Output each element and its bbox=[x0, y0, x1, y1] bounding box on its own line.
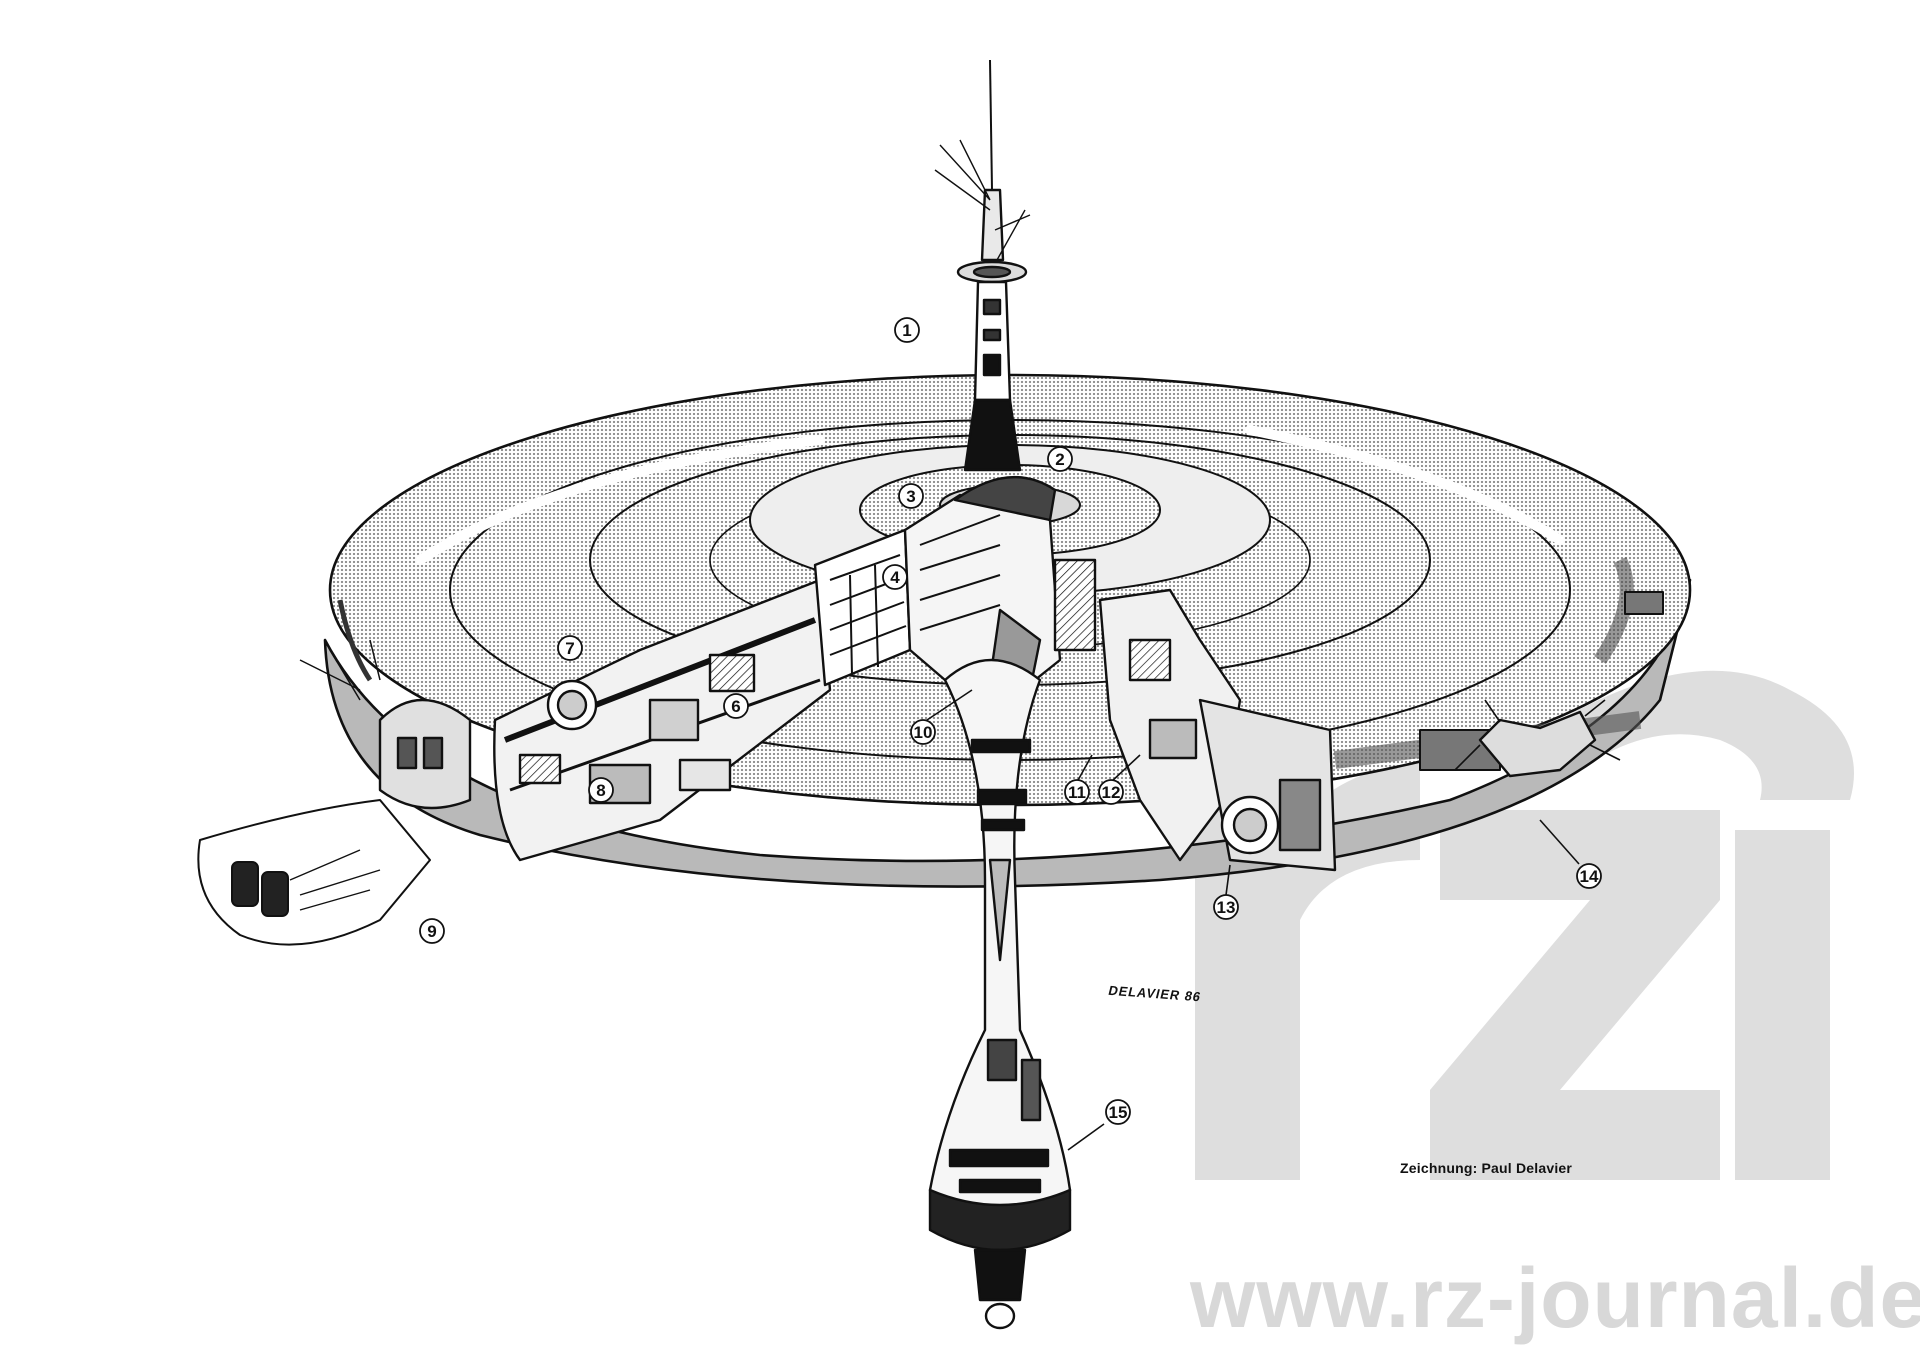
callout-13: 13 bbox=[1213, 894, 1239, 920]
callout-circle bbox=[1105, 1099, 1131, 1125]
callout-circle bbox=[419, 918, 445, 944]
drawing-credit: Zeichnung: Paul Delavier bbox=[1400, 1160, 1573, 1176]
cutaway-right-module bbox=[1098, 588, 1642, 872]
callout-circle bbox=[588, 777, 614, 803]
shuttle-capsule bbox=[197, 799, 431, 946]
callout-circle bbox=[894, 317, 920, 343]
callout-number: 12 bbox=[1102, 783, 1121, 802]
callout-4: 4 bbox=[882, 564, 908, 590]
callout-7: 7 bbox=[557, 635, 583, 661]
callout-11: 11 bbox=[1064, 779, 1090, 805]
callout-number: 8 bbox=[596, 781, 605, 800]
callout-2: 2 bbox=[1047, 446, 1073, 472]
callout-circle bbox=[898, 483, 924, 509]
callout-circle bbox=[557, 635, 583, 661]
callout-3: 3 bbox=[898, 483, 924, 509]
callout-circle bbox=[1576, 863, 1602, 889]
callout-15: 15 bbox=[1105, 1099, 1131, 1125]
callout-10: 10 bbox=[910, 719, 936, 745]
callout-number: 9 bbox=[427, 922, 436, 941]
callout-number: 1 bbox=[902, 321, 911, 340]
callout-8: 8 bbox=[588, 777, 614, 803]
callout-circle bbox=[1213, 894, 1239, 920]
callout-1: 1 bbox=[894, 317, 920, 343]
leader-lines bbox=[923, 689, 1580, 1151]
callout-number: 7 bbox=[565, 639, 574, 658]
callout-circle bbox=[910, 719, 936, 745]
callout-circle bbox=[1098, 779, 1124, 805]
callout-number: 13 bbox=[1217, 898, 1236, 917]
callout-14: 14 bbox=[1576, 863, 1602, 889]
callout-circle bbox=[882, 564, 908, 590]
callout-number: 4 bbox=[890, 568, 900, 587]
callout-number: 15 bbox=[1109, 1103, 1128, 1122]
callout-6: 6 bbox=[723, 693, 749, 719]
callout-9: 9 bbox=[419, 918, 445, 944]
callout-number: 11 bbox=[1068, 783, 1086, 802]
callout-circle bbox=[1064, 779, 1090, 805]
callout-number: 14 bbox=[1580, 867, 1599, 886]
callout-number: 6 bbox=[731, 697, 740, 716]
callout-number: 10 bbox=[914, 723, 933, 742]
callout-number: 2 bbox=[1055, 450, 1064, 469]
callout-12: 12 bbox=[1098, 779, 1124, 805]
central-spine bbox=[928, 59, 1072, 1330]
callout-circle bbox=[1047, 446, 1073, 472]
callout-circle bbox=[723, 693, 749, 719]
watermark-url: www.rz-journal.de bbox=[1190, 1251, 1920, 1345]
callout-number: 3 bbox=[906, 487, 915, 506]
